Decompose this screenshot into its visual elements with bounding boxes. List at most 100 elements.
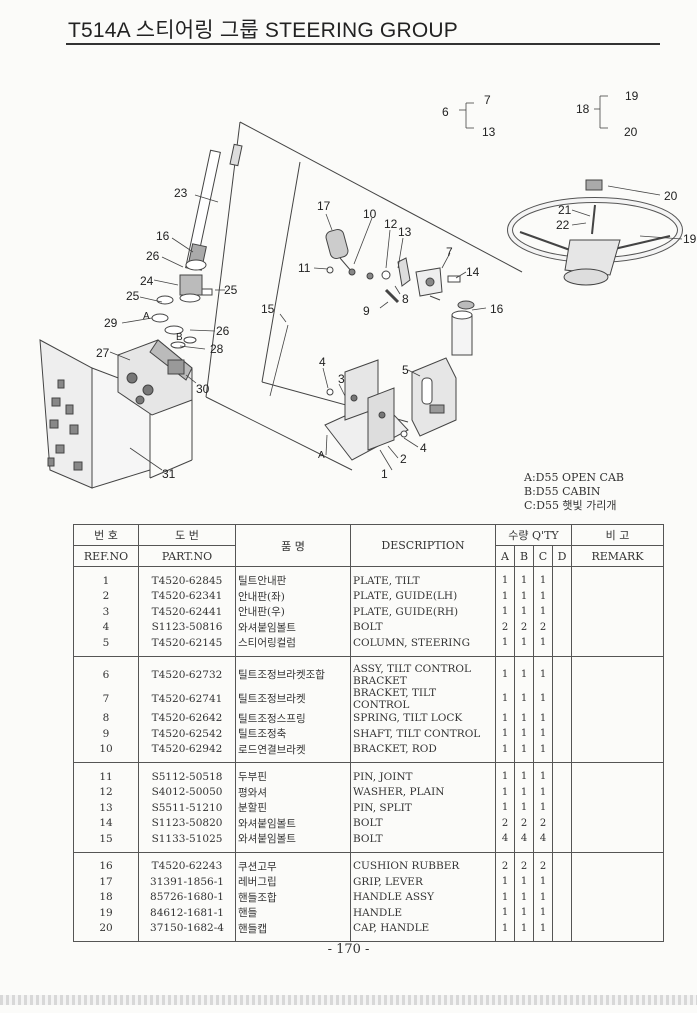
page-number: - 170 - [327,942,370,957]
cell-remark [571,800,664,816]
cell-name: 틸트조정브라켓조합 [235,656,351,687]
cell-a: 2 [495,619,515,635]
cell-a: 1 [495,686,515,711]
qty-header-a: A [495,545,515,567]
cell-name: 틸트조정스프링 [235,710,351,726]
parts-table: 번 호 도 번 품 명 DESCRIPTION 수량 Q'TY 비 고 REF.… [73,524,664,942]
cell-a: 1 [495,635,515,657]
steering-exploded-diagram: 1 2 3 4 4 5 6 7 7 8 9 10 11 12 13 13 14 … [39,89,697,489]
cell-b: 2 [514,619,534,635]
cell-part: T4520-62642 [138,710,236,726]
cell-part: T4520-62441 [138,604,236,620]
cell-ref: 2 [73,588,139,604]
cell-a: 1 [495,741,515,763]
qty-header-d: D [552,545,572,567]
cell-desc: HANDLE [350,905,496,921]
cell-desc: BOLT [350,831,496,853]
callout-label: 10 [363,207,377,221]
callout-label: 4 [319,355,326,369]
cell-c: 1 [533,710,553,726]
callout-label: 20 [664,189,678,203]
cell-remark [571,566,664,589]
cell-d [552,619,572,635]
cell-d [552,635,572,657]
cell-b: 1 [514,874,534,890]
cell-remark [571,741,664,763]
cell-part: T4520-62741 [138,686,236,711]
cell-ref: 16 [73,852,139,874]
cell-desc: CUSHION RUBBER [350,852,496,874]
steering-column [411,300,475,437]
callout-label: 17 [317,199,331,213]
tilt-lever [325,228,461,304]
cell-d [552,815,572,831]
cell-remark [571,710,664,726]
cell-b: 1 [514,800,534,816]
cell-part: S1123-50816 [138,619,236,635]
cell-c: 2 [533,619,553,635]
callout-label: 5 [402,363,409,377]
steering-shaft [179,143,243,303]
cell-name: 틸트안내판 [235,566,351,589]
tilt-plate [324,359,409,461]
cell-remark [571,874,664,890]
cell-d [552,710,572,726]
cell-name: 핸들캡 [235,920,351,942]
callout-label: 13 [482,125,496,139]
page-title: T514A 스티어링 그룹 STEERING GROUP [68,19,458,42]
cell-d [552,762,572,785]
variant-legend: A:D55 OPEN CAB B:D55 CABIN C:D55 햇빛 가리개 [524,471,624,513]
cell-d [552,784,572,800]
cell-c: 1 [533,762,553,785]
scan-artifact-strip [0,995,697,1005]
cell-remark [571,815,664,831]
cell-desc: SHAFT, TILT CONTROL [350,726,496,742]
cell-ref: 11 [73,762,139,785]
cell-remark [571,588,664,604]
cell-b: 1 [514,710,534,726]
remark-header-ko: 비 고 [571,524,664,546]
cell-name: 두부핀 [235,762,351,785]
cell-part: T4520-62542 [138,726,236,742]
callout-label: 14 [466,265,480,279]
cell-name: 로드연결브라켓 [235,741,351,763]
cell-ref: 10 [73,741,139,763]
cell-ref: 5 [73,635,139,657]
cell-name: 틸트조정축 [235,726,351,742]
cell-a: 1 [495,656,515,687]
callout-label: 19 [683,232,697,246]
cell-a: 2 [495,815,515,831]
title-rule [66,43,660,45]
callout-label: 16 [156,229,170,243]
cell-remark [571,656,664,687]
cell-b: 4 [514,831,534,853]
cell-d [552,852,572,874]
callout-label: 29 [104,316,118,330]
cell-b: 1 [514,635,534,657]
callout-label: 25 [224,283,238,297]
cell-ref: 6 [73,656,139,687]
cell-part: 84612-1681-1 [138,905,236,921]
callout-label: 31 [162,467,176,481]
cell-ref: 8 [73,710,139,726]
cell-part: T4520-62243 [138,852,236,874]
cell-c: 1 [533,784,553,800]
cell-part: T4520-62845 [138,566,236,589]
cell-c: 1 [533,604,553,620]
callout-label: 3 [338,372,345,386]
cell-c: 1 [533,889,553,905]
callout-label: 18 [576,102,590,116]
cell-ref: 9 [73,726,139,742]
callout-label: 11 [298,261,311,275]
frame-line [205,396,353,471]
